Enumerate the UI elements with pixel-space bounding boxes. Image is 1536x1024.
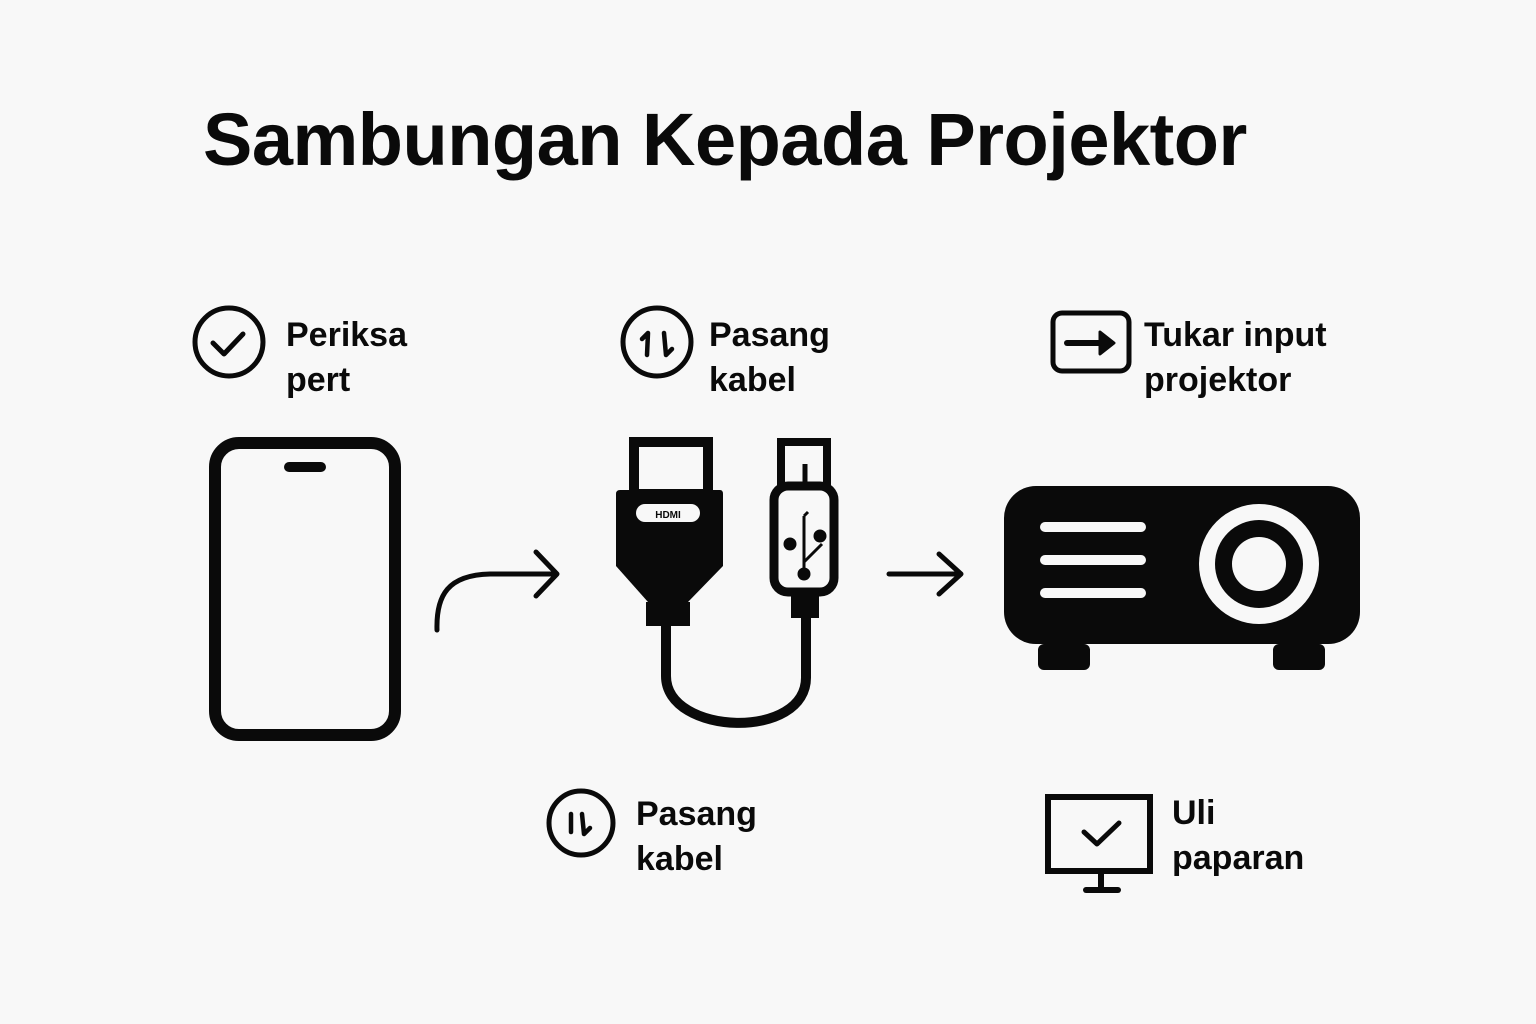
curved-arrow-right-icon (434, 549, 560, 633)
step-test-display: Uli paparan (1044, 793, 1304, 897)
swap-arrows-circle-icon (546, 788, 616, 858)
step-switch-input: Tukar input projektor (1050, 310, 1327, 403)
step-check-device: Periksa pert (192, 305, 407, 403)
usb-symbol (783, 510, 827, 581)
step-label: Periksa pert (286, 316, 407, 399)
hdmi-label: HDMI (655, 510, 681, 521)
step-label: Pasang kabel (709, 316, 830, 399)
step-connect-cable-bottom: Pasang kabel (546, 786, 757, 882)
arrow-right-icon (886, 551, 964, 597)
projector-icon (1004, 486, 1360, 670)
swap-arrows-circle-icon (620, 305, 694, 379)
monitor-check-icon (1045, 794, 1153, 893)
step-label: Pasang kabel (636, 795, 757, 878)
step-connect-cable-top: Pasang kabel (620, 305, 830, 403)
check-circle-icon (192, 305, 266, 379)
step-label: Tukar input projektor (1144, 316, 1327, 399)
smartphone-icon (209, 437, 401, 741)
hdmi-usb-cable-icon: HDMI (616, 437, 839, 728)
input-arrow-icon (1050, 310, 1132, 374)
step-label: Uli paparan (1172, 794, 1305, 877)
diagram-title: Sambungan Kepada Projektor (203, 98, 1247, 181)
